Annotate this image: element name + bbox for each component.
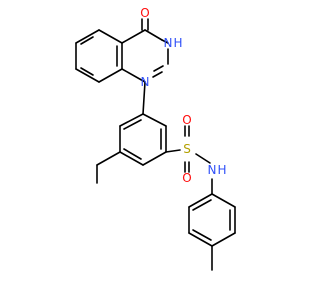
atom-amide-h: H bbox=[217, 163, 226, 177]
atom-sulfonyl-oxygen-bottom: O bbox=[182, 171, 191, 185]
atom-label-layer: O N H N S O O N H bbox=[140, 6, 226, 185]
atom-ring-nitrogen: N bbox=[141, 75, 150, 89]
atom-ring-nh: N H bbox=[164, 36, 183, 50]
atom-amide-n: N bbox=[208, 163, 217, 177]
atom-ring-nh-n: N bbox=[164, 36, 173, 50]
bond-layer bbox=[75, 18, 236, 271]
atom-sulfur: S bbox=[183, 142, 191, 156]
atom-sulfonyl-oxygen-top: O bbox=[182, 113, 191, 127]
molecule-structure: O N H N S O O N H bbox=[75, 6, 236, 271]
atom-keto-oxygen: O bbox=[140, 6, 149, 20]
atom-amide-nh: N H bbox=[208, 163, 227, 177]
atom-ring-nh-h: H bbox=[173, 36, 182, 50]
